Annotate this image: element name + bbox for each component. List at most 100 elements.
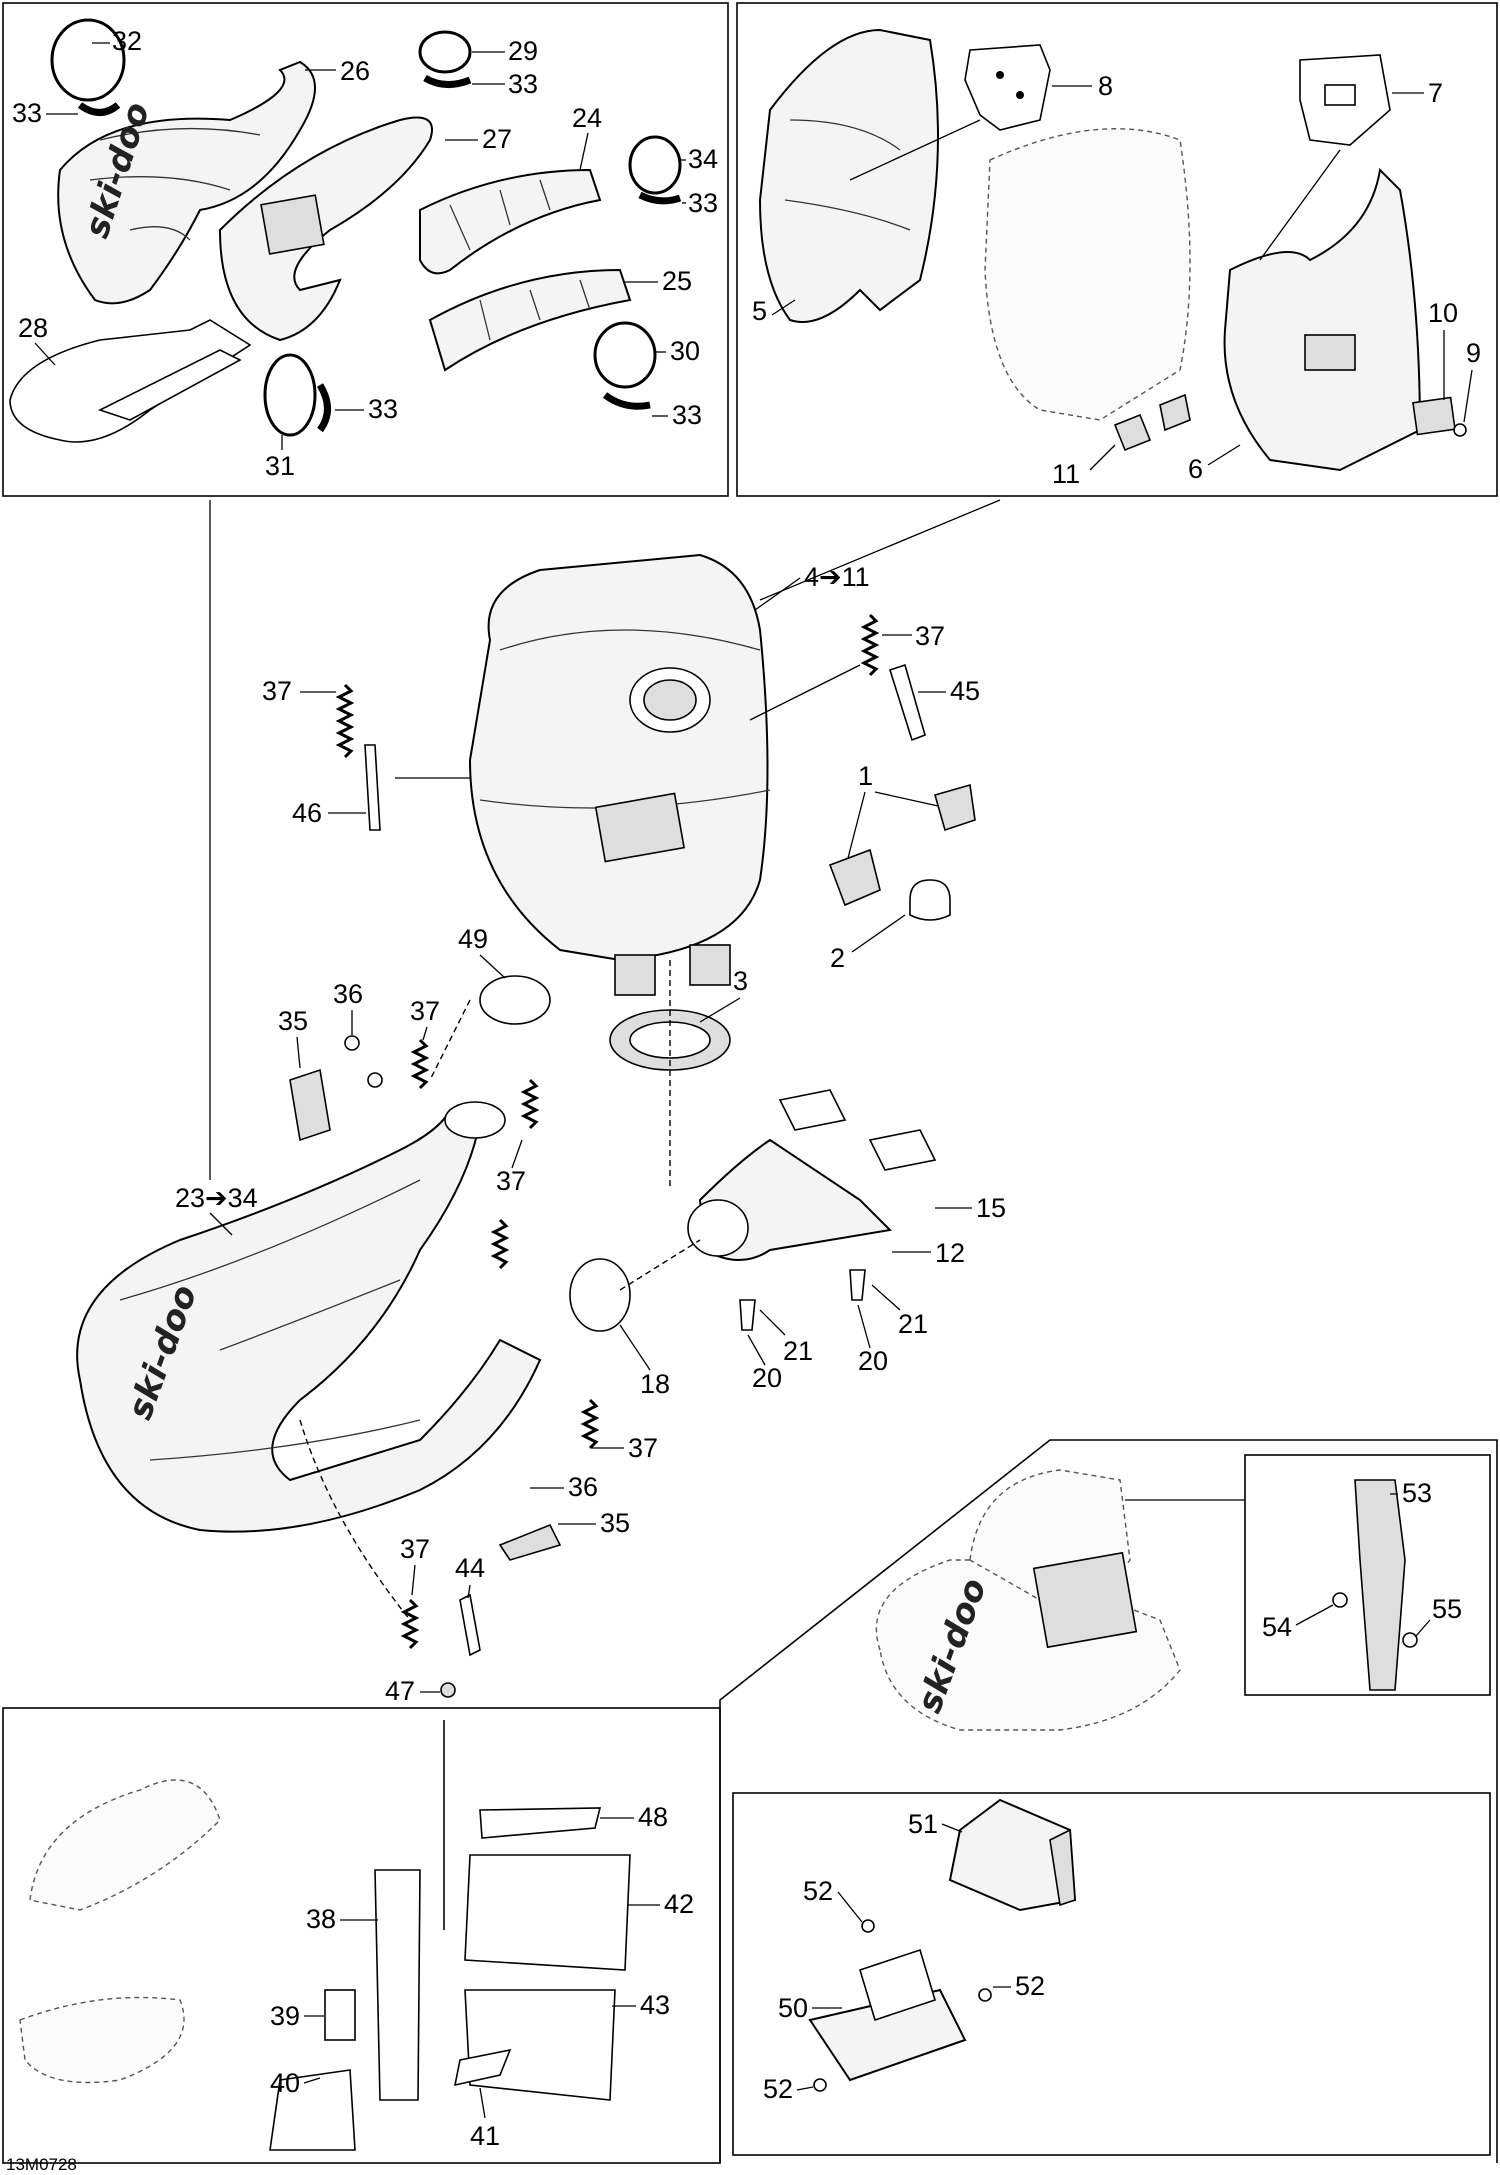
grommet-1: [828, 783, 976, 907]
callout-35a: 35: [278, 1006, 308, 1036]
callout-labels: 32 33 26 29 33 27 24 34 33 25 28 30 33 3…: [12, 26, 1481, 2151]
callout-44: 44: [455, 1553, 485, 1583]
leader-arrow-8: [849, 119, 981, 181]
callout-4-11: 4➔11: [804, 562, 870, 592]
bumper-11: [1113, 393, 1191, 452]
callout-26: 26: [340, 56, 370, 86]
callout-7: 7: [1428, 78, 1443, 108]
callout-36a: 36: [333, 979, 363, 1009]
clamp-30: [593, 321, 657, 389]
bracket-46: [364, 744, 381, 831]
callout-43: 43: [640, 1990, 670, 2020]
bracket-45: [889, 663, 926, 742]
pipe-section-24: [419, 168, 602, 275]
callout-52b: 52: [1015, 1971, 1045, 2001]
callout-33e: 33: [368, 394, 398, 424]
muffler-ghost-outline: [984, 128, 1191, 421]
inset-bracket-frame: [732, 1792, 1491, 2156]
callout-30: 30: [670, 336, 700, 366]
pipe-section-25: [428, 268, 632, 372]
callout-20b: 20: [858, 1346, 888, 1376]
callout-40: 40: [270, 2068, 300, 2098]
pad-43: [464, 1989, 616, 2101]
callout-33d: 33: [672, 400, 702, 430]
inset-heat-shield-frame: [1244, 1454, 1491, 1696]
panel-bottom-right-frame: [719, 1439, 1498, 2163]
spring-clip-33e: [316, 383, 331, 433]
callout-21b: 21: [898, 1309, 928, 1339]
insulation-38: [374, 1869, 421, 2101]
callout-55: 55: [1432, 1594, 1462, 1624]
clamp-34: [628, 135, 682, 195]
bracket-44: [459, 1593, 481, 1657]
callout-45: 45: [950, 676, 980, 706]
clamp-29: [418, 30, 472, 74]
spring-clip-33a: [77, 102, 121, 116]
pad-48: [479, 1807, 602, 1839]
callout-25: 25: [662, 266, 692, 296]
deflector-51: [948, 1798, 1077, 1912]
pipe-cover-middle: [218, 116, 433, 342]
callout-3: 3: [733, 966, 748, 996]
callout-38: 38: [306, 1904, 336, 1934]
plate-10: [1412, 396, 1456, 436]
callout-37e: 37: [628, 1433, 658, 1463]
callout-37b: 37: [262, 676, 292, 706]
callout-31: 31: [265, 451, 295, 481]
panel-top-right-frame: [736, 2, 1498, 497]
callout-32: 32: [112, 26, 142, 56]
callout-49: 49: [458, 924, 488, 954]
callout-9: 9: [1466, 338, 1481, 368]
callout-52a: 52: [803, 1876, 833, 1906]
leader-arrow-45: [749, 664, 861, 721]
callout-20a: 20: [752, 1363, 782, 1393]
callout-52c: 52: [763, 2074, 793, 2104]
nut-55: [1402, 1632, 1418, 1648]
bracket-50: [808, 1948, 967, 2082]
callout-27: 27: [482, 124, 512, 154]
callout-39: 39: [270, 2001, 300, 2031]
side-panel-view: [19, 1779, 221, 2084]
muffler-cover-5: [758, 28, 939, 323]
spring-clip-33b: [423, 74, 472, 88]
gasket-8: [964, 44, 1051, 131]
gasket-7: [1299, 54, 1391, 146]
springs-37: [335, 613, 880, 1650]
callout-51: 51: [908, 1809, 938, 1839]
stud-2: [909, 879, 951, 921]
callout-50: 50: [778, 1993, 808, 2023]
callout-15: 15: [976, 1193, 1006, 1223]
exhaust-manifold-12: [687, 1138, 893, 1261]
heat-shield-pad-28: [9, 319, 252, 443]
callout-34: 34: [688, 144, 718, 174]
callout-37c: 37: [410, 996, 440, 1026]
callout-24: 24: [572, 103, 602, 133]
callout-5: 5: [752, 296, 767, 326]
pad-41: [453, 2048, 512, 2087]
callout-48: 48: [638, 1802, 668, 1832]
bracket-35a: [289, 1068, 331, 1142]
callout-8: 8: [1098, 71, 1113, 101]
callout-37d: 37: [496, 1166, 526, 1196]
screw-9: [1453, 423, 1467, 437]
bolt-54: [1332, 1592, 1348, 1608]
callout-36b: 36: [568, 1472, 598, 1502]
callout-2: 2: [830, 943, 845, 973]
callout-54: 54: [1262, 1612, 1292, 1642]
nut-36b: [367, 1072, 383, 1088]
callout-18: 18: [640, 1369, 670, 1399]
panel-top-left-frame: [2, 2, 729, 497]
figure-code: 13M0728: [6, 2155, 77, 2174]
screw-20-21: [739, 1269, 866, 1331]
clamp-32: [50, 18, 126, 102]
spring-clip-33d: [602, 392, 651, 410]
pipe-assembly-23-34: ski-doo: [76, 1101, 542, 1533]
callout-1: 1: [858, 761, 873, 791]
installed-assembly-view: ski-doo: [875, 1469, 1181, 1731]
callout-35b: 35: [600, 1508, 630, 1538]
nut-47: [440, 1682, 456, 1698]
insulation-40: [269, 2069, 356, 2151]
clamp-31: [263, 353, 317, 437]
callout-53: 53: [1402, 1478, 1432, 1508]
